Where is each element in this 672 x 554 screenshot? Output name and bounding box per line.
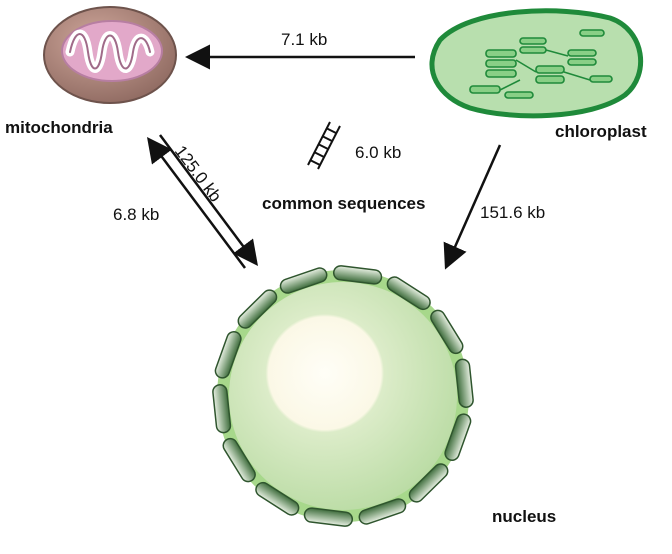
value-mitochondria-to-nucleus: 125.0 kb: [171, 142, 225, 206]
chloroplast-icon: [429, 8, 643, 119]
nuclear-pore: [332, 265, 383, 285]
nuclear-pore: [222, 437, 256, 483]
arrow-chloroplast-to-nucleus: [443, 144, 502, 270]
nuclear-pore: [408, 463, 449, 503]
nuclear-pore: [386, 276, 431, 311]
value-chloroplast-to-nucleus: 151.6 kb: [480, 203, 545, 222]
nuclear-pore: [358, 498, 407, 525]
dna-ladder-icon: [307, 121, 341, 170]
mitochondrion-icon: [43, 6, 177, 104]
value-common-sequences: 6.0 kb: [355, 143, 401, 162]
label-mitochondria: mitochondria: [5, 118, 113, 137]
label-common-sequences: common sequences: [262, 194, 425, 213]
nuclear-pore: [237, 289, 278, 329]
nuclear-pore: [454, 358, 474, 408]
nuclear-pore: [444, 413, 472, 461]
arrows: [147, 44, 502, 270]
nucleus-icon: [212, 265, 474, 527]
arrow-mitochondria-to-nucleus: [158, 134, 258, 267]
nuclear-pore: [303, 507, 354, 527]
nuclear-pore: [279, 267, 328, 294]
value-chloroplast-to-mitochondria: 7.1 kb: [281, 30, 327, 49]
label-nucleus: nucleus: [492, 507, 556, 526]
value-nucleus-to-mitochondria: 6.8 kb: [113, 205, 159, 224]
nuclear-pores: [212, 265, 474, 527]
nuclear-pore: [214, 331, 242, 379]
nuclear-pore: [212, 384, 232, 434]
nuclear-pore: [255, 481, 300, 516]
label-chloroplast: chloroplast: [555, 122, 647, 141]
arrow-nucleus-to-mitochondria: [147, 136, 247, 269]
